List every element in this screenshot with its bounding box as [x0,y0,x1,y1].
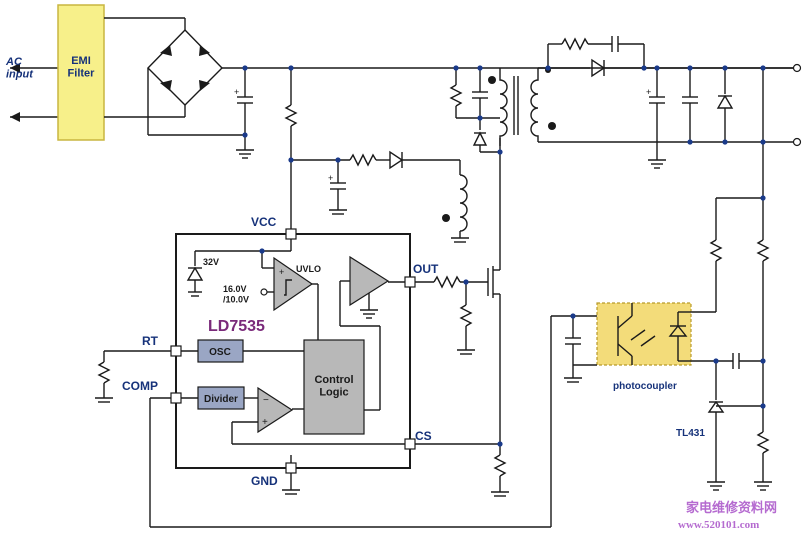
gnd-label: GND [251,474,278,488]
cs-label: CS [415,429,432,443]
pin-vcc [285,228,297,240]
photocoupler-block [596,302,692,366]
divider-block [197,386,245,410]
gate-drive-mosfet [282,262,509,497]
osc-label: OSC [209,347,231,358]
tl431-label: TL431 [676,428,705,439]
out-label: OUT [413,262,439,276]
svg-text:+: + [279,267,284,277]
svg-text:+: + [328,173,333,183]
startup-resistor [284,68,298,230]
svg-text:+: + [234,87,239,97]
control-logic-block [303,339,365,435]
osc-block [197,339,244,363]
svg-text:+: + [646,87,651,97]
pin-gnd [285,462,297,474]
divider-label: Divider [204,394,238,405]
pin-rt [170,345,182,357]
bulk-capacitor: + [222,67,800,159]
pin-cs [404,438,416,450]
primary-snubber [449,68,519,262]
pin-out [404,276,416,288]
pin-comp [170,392,182,404]
rt-resistor [95,350,171,403]
chip-name: LD7535 [208,318,265,335]
vcc-aux-path: + [291,150,469,243]
ac-input-arrows [10,63,58,122]
zener-32v-label: 32V [203,257,219,267]
svg-text:−: − [263,395,269,406]
uvlo-label: UVLO [296,264,321,274]
uvlo-threshold-label: 16.0V/10.0V [223,284,249,304]
comp-label: COMP [122,379,158,393]
secondary-side: + [530,36,802,169]
watermark-cn: 家电维修资料网 [686,500,777,515]
svg-text:+: + [262,417,268,428]
emi-filter-block [57,4,105,141]
bridge-rectifier [147,28,245,136]
ic-internal-wiring: + [181,239,405,463]
feedback-network [692,68,772,491]
pwm-comparator [257,386,294,434]
photocoupler-label: photocoupler [613,381,677,392]
emi-bridge-wires [104,17,186,118]
watermark-url: www.520101.com [678,519,759,531]
photocoupler-internals [617,303,692,365]
rt-label: RT [142,334,159,348]
vcc-label: VCC [251,215,277,229]
junction-dots [242,65,766,447]
comp-feedback-wiring [149,315,597,528]
